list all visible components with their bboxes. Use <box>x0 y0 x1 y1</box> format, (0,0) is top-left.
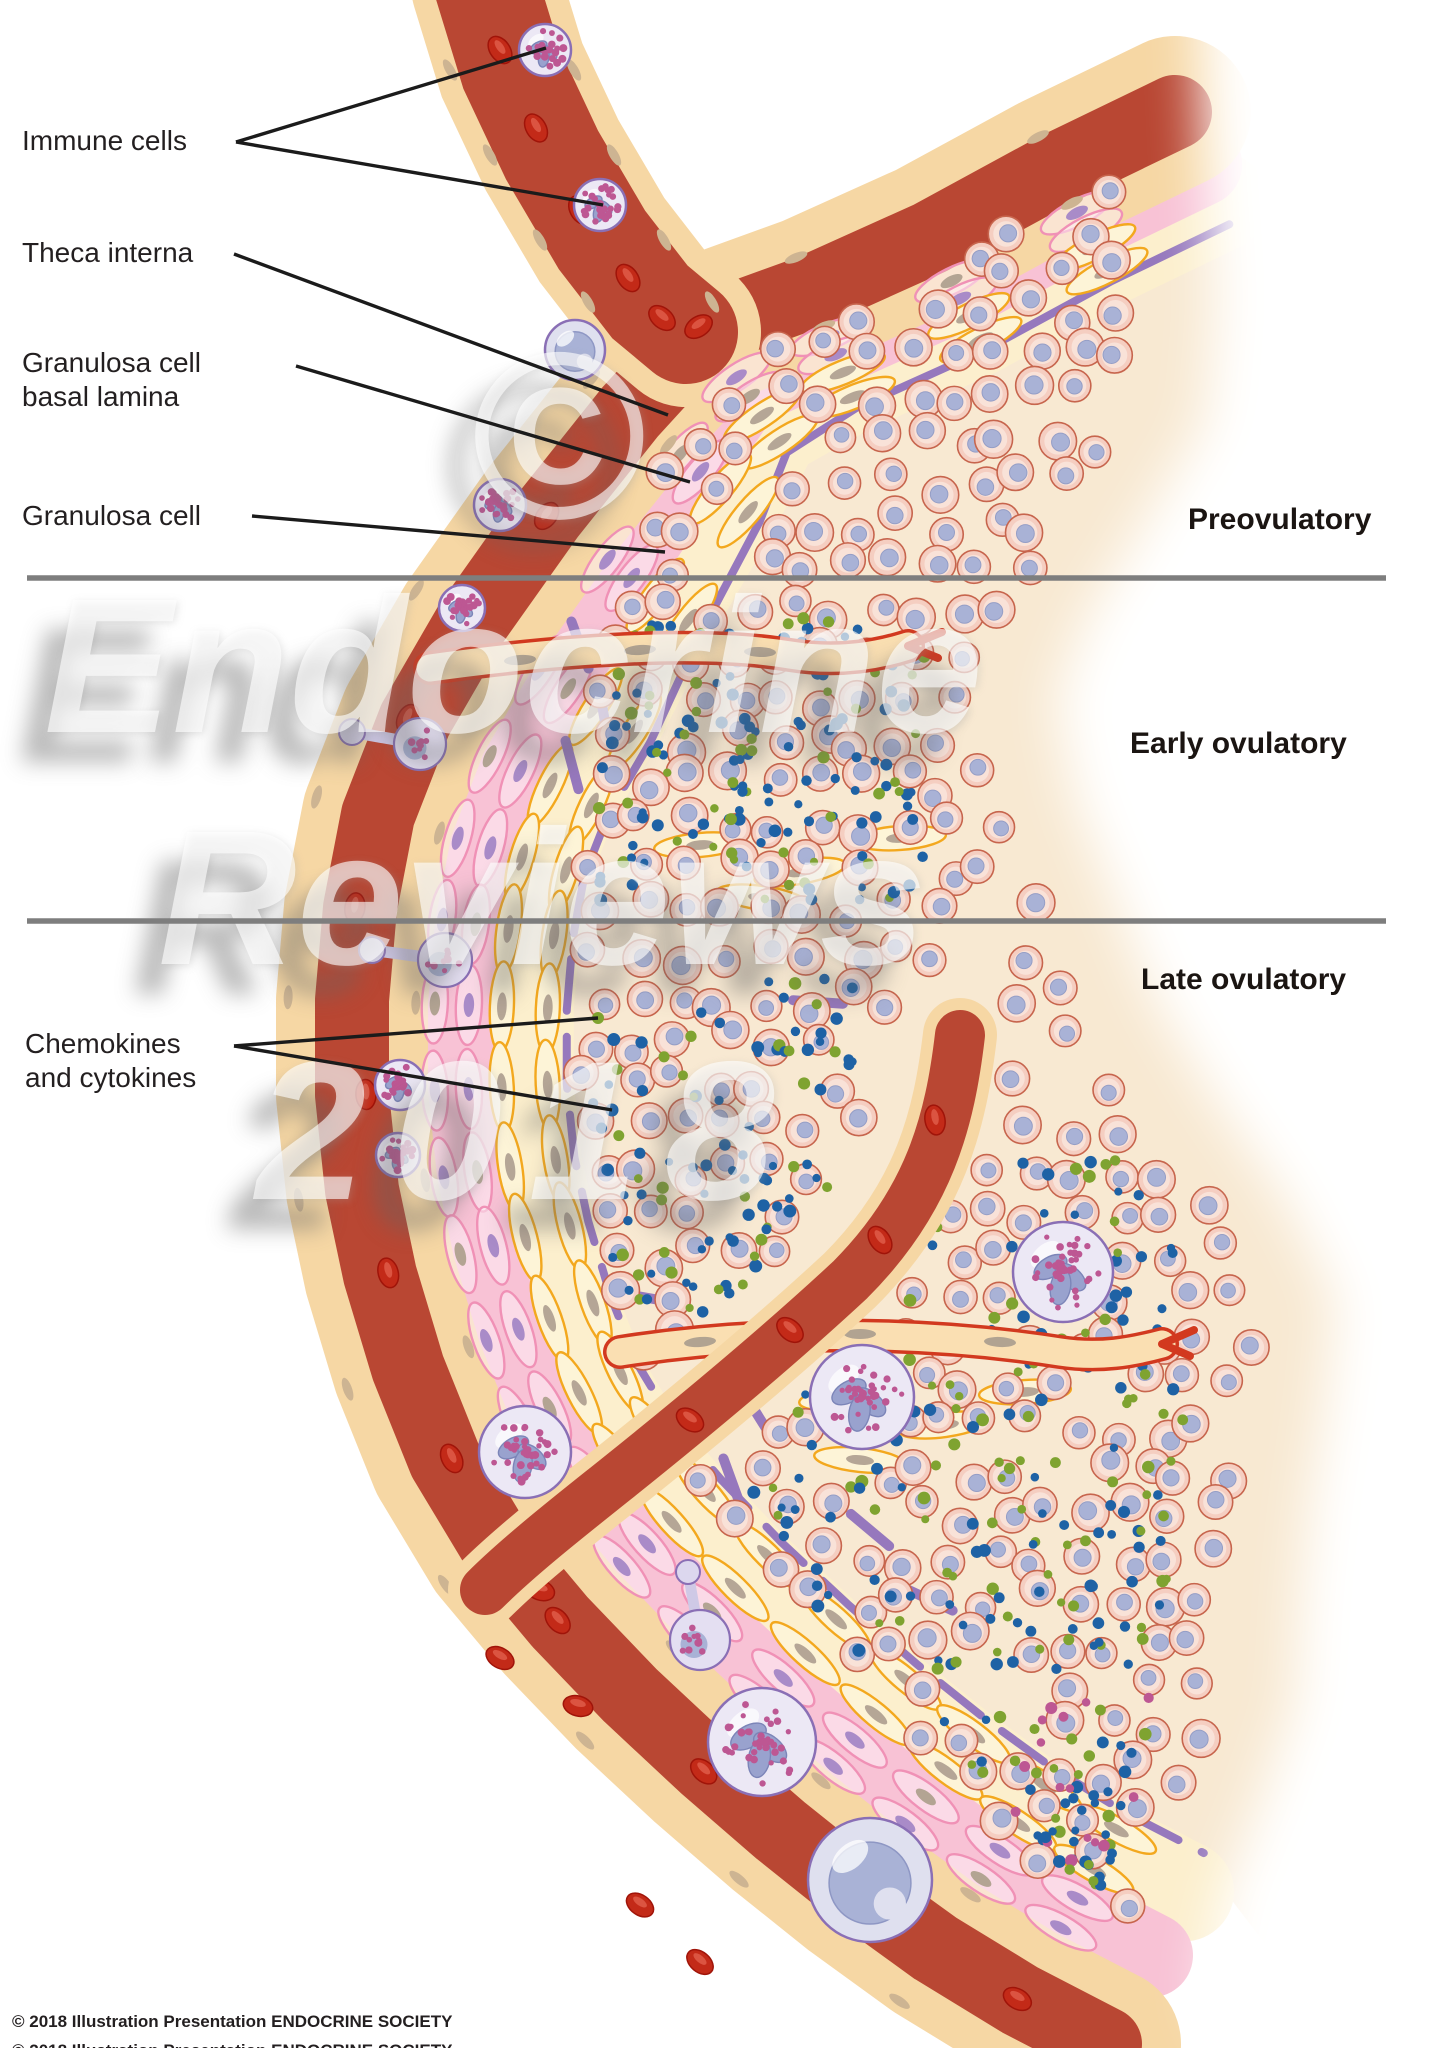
label-chemokines-line1: Chemokines <box>25 1028 181 1059</box>
leader-line-chemokines-upper <box>233 1016 599 1048</box>
fade-edge <box>1055 0 1430 2048</box>
leader-line-chemokines-lower <box>233 1044 613 1112</box>
label-theca-interna-text: Theca interna <box>22 237 194 268</box>
leader-line-theca-interna <box>233 252 669 417</box>
leader-line-immune-cells-lower <box>235 140 604 207</box>
stage-label-preovulatory: Preovulatory <box>1188 503 1372 536</box>
leader-line-immune-cells-upper <box>235 46 547 144</box>
label-immune-cells: Immune cells <box>22 124 187 158</box>
stage-label-early-ovulatory: Early ovulatory <box>1130 727 1347 760</box>
leader-line-basal-lamina <box>295 364 691 484</box>
label-granulosa-basal-lamina: Granulosa cell basal lamina <box>22 346 201 414</box>
invading-vessels <box>413 628 1198 1627</box>
chemokine-cytokine-dots <box>588 612 1189 1891</box>
stage-label-late-ovulatory: Late ovulatory <box>1141 963 1347 996</box>
leader-line-granulosa-cell <box>251 514 666 554</box>
label-granulosa-cell: Granulosa cell <box>22 499 201 533</box>
immune-cells-layer <box>338 22 1115 1944</box>
label-granulosa-basal-lamina-line2: basal lamina <box>22 381 180 412</box>
label-granulosa-basal-lamina-line1: Granulosa cell <box>22 347 201 378</box>
copyright-line: © 2018 Illustration Presentation ENDOCRI… <box>12 2012 453 2031</box>
label-immune-cells-text: Immune cells <box>22 125 187 156</box>
leader-lines <box>233 46 691 1112</box>
granulosa-cells-layer <box>563 174 1270 1924</box>
label-granulosa-cell-text: Granulosa cell <box>22 500 201 531</box>
label-theca-interna: Theca interna <box>22 236 193 270</box>
label-chemokines-line2: and cytokines <box>25 1062 197 1093</box>
label-chemokines-cytokines: Chemokines and cytokines <box>25 1027 196 1095</box>
stage-dividers <box>27 575 1386 924</box>
copyright-line-clipped: © 2018 Illustration Presentation ENDOCRI… <box>12 2041 452 2048</box>
